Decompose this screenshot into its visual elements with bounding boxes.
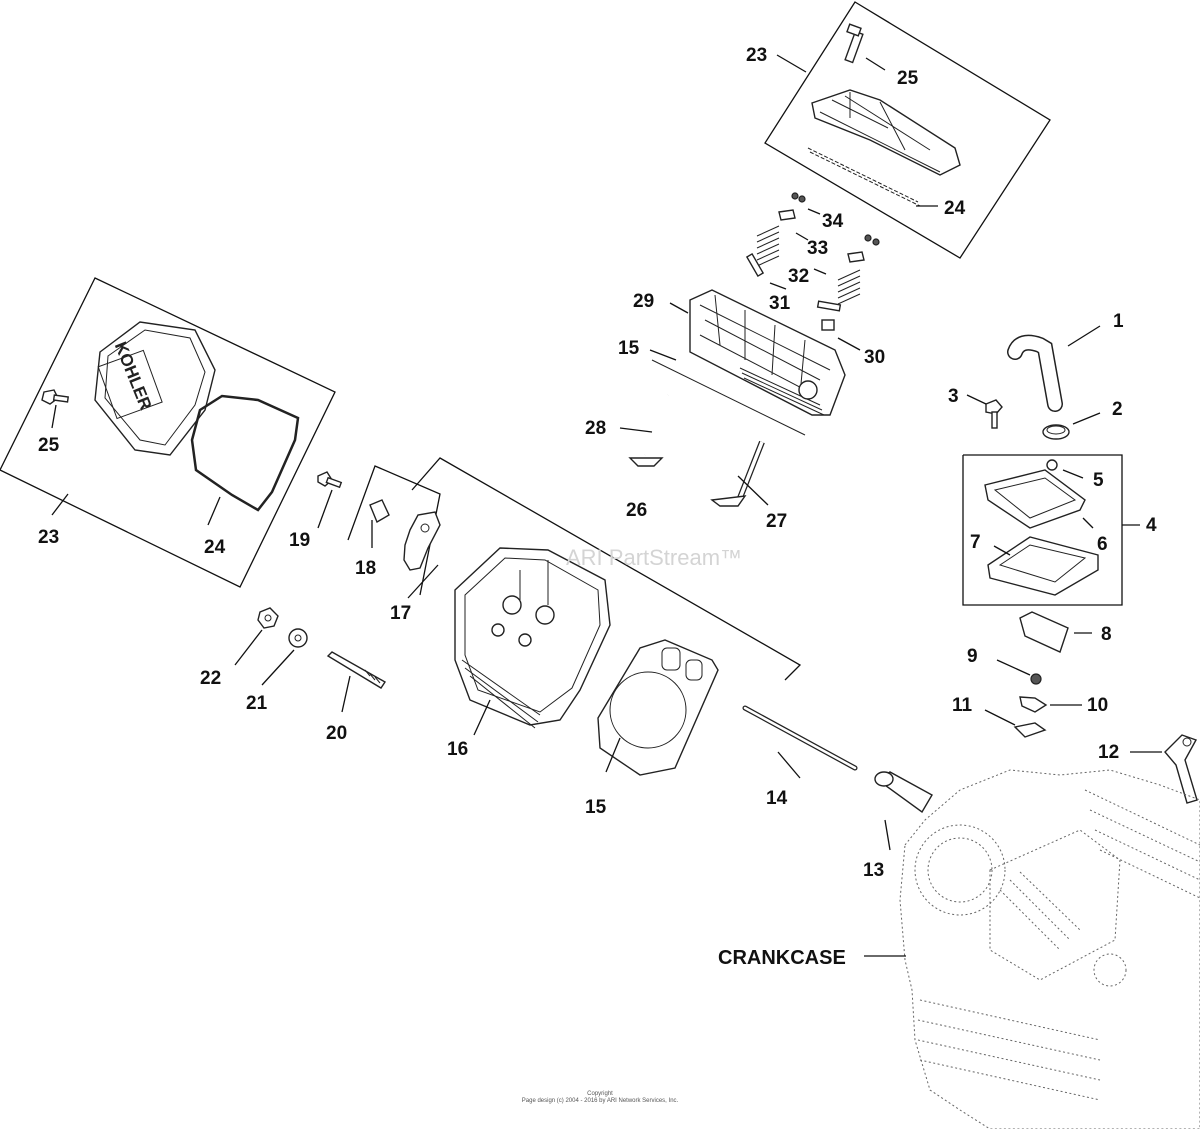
top-valve-cover-bolt xyxy=(844,23,864,64)
ground-terminal xyxy=(1013,696,1048,738)
callout-15-upper: 15 xyxy=(618,338,640,359)
left-valve-cover-gasket xyxy=(190,394,300,512)
callout-2: 2 xyxy=(1112,399,1123,420)
frame-valve-cover-left xyxy=(0,277,336,588)
callout-23-top: 23 xyxy=(746,45,767,66)
top-valve-cover xyxy=(811,89,961,176)
callout-14: 14 xyxy=(766,788,788,809)
callout-26: 26 xyxy=(626,500,647,521)
lifting-bracket xyxy=(1164,734,1198,804)
callout-32: 32 xyxy=(788,266,809,287)
callout-15-lower: 15 xyxy=(585,797,607,818)
callout-16: 16 xyxy=(447,739,468,760)
breather-nut xyxy=(1046,459,1058,471)
valve-spring-retainers xyxy=(778,209,865,263)
callout-34: 34 xyxy=(822,211,844,232)
callout-7: 7 xyxy=(970,532,981,553)
head-washer xyxy=(288,628,308,648)
valve-springs xyxy=(756,225,861,305)
reed-screw xyxy=(1030,673,1042,685)
valve-exhaust xyxy=(710,440,765,507)
callout-18: 18 xyxy=(355,558,376,579)
callout-5: 5 xyxy=(1093,470,1104,491)
left-valve-cover-bolt xyxy=(41,389,70,405)
callout-4: 4 xyxy=(1146,515,1157,536)
frame-breather-group xyxy=(962,454,1123,606)
callout-31: 31 xyxy=(769,293,791,314)
valve-keepers xyxy=(791,192,880,246)
breather-gasket xyxy=(987,536,1099,596)
callout-29: 29 xyxy=(633,291,654,312)
callout-28: 28 xyxy=(585,418,606,439)
parts: KOHLER xyxy=(41,23,1200,1129)
callout-11: 11 xyxy=(952,695,973,716)
rocker-pivot xyxy=(369,499,390,524)
callout-9: 9 xyxy=(967,646,978,667)
callout-27: 27 xyxy=(766,511,787,532)
watermark: ARI PartStream™ xyxy=(566,545,742,570)
footer-copyright: Copyright xyxy=(587,1091,613,1097)
rocker-arm xyxy=(403,511,441,571)
rocker-bolt xyxy=(317,471,343,489)
crankcase-label: CRANKCASE xyxy=(718,947,846,969)
breather-tube xyxy=(1007,334,1063,412)
callout-22: 22 xyxy=(200,668,221,689)
callout-6: 6 xyxy=(1097,534,1108,555)
callout-8: 8 xyxy=(1101,624,1112,645)
frame-valve-cover-top xyxy=(764,1,1051,259)
callout-1: 1 xyxy=(1113,311,1124,332)
footer-page-design: Page design (c) 2004 - 2016 by ARI Netwo… xyxy=(522,1098,679,1104)
push-rod xyxy=(742,705,858,771)
valve-intake xyxy=(628,394,670,467)
cylinder-head xyxy=(454,547,611,729)
group-frames xyxy=(0,1,1123,681)
cylinder-head-upper xyxy=(689,289,846,416)
callout-24-left: 24 xyxy=(204,537,226,558)
breather-reed xyxy=(1019,611,1069,653)
breather-cover xyxy=(984,469,1086,529)
callout-30: 30 xyxy=(864,347,885,368)
hydraulic-lifter xyxy=(874,771,933,814)
callout-13: 13 xyxy=(863,860,884,881)
breather-bolt xyxy=(985,399,1003,429)
footer: Copyright Page design (c) 2004 - 2016 by… xyxy=(522,1091,679,1104)
callout-12: 12 xyxy=(1098,742,1119,763)
frame-cylinder-head-group xyxy=(411,457,802,681)
hose-clamp xyxy=(1042,424,1070,440)
callout-10: 10 xyxy=(1087,695,1108,716)
callout-23-left: 23 xyxy=(38,527,59,548)
leader-lines xyxy=(51,54,1162,957)
callout-25-top: 25 xyxy=(897,68,919,89)
top-valve-cover-gasket xyxy=(807,147,921,207)
callout-19: 19 xyxy=(289,530,310,551)
callout-3: 3 xyxy=(948,386,959,407)
crankcase-outline xyxy=(899,769,1200,1129)
callout-17: 17 xyxy=(390,603,411,624)
head-gasket xyxy=(597,639,719,776)
callout-25-left: 25 xyxy=(38,435,60,456)
callout-21: 21 xyxy=(246,693,268,714)
callout-33: 33 xyxy=(807,238,828,259)
head-stud xyxy=(326,651,387,689)
head-nut xyxy=(257,607,279,629)
head-gasket-upper xyxy=(651,359,806,436)
left-valve-cover: KOHLER xyxy=(94,321,216,456)
callout-20: 20 xyxy=(326,723,347,744)
valve-stem-seals xyxy=(745,253,842,331)
callout-24-top: 24 xyxy=(944,198,966,219)
callouts: 1 2 3 4 5 6 7 8 9 10 11 12 13 14 15 15 1… xyxy=(38,45,1157,969)
